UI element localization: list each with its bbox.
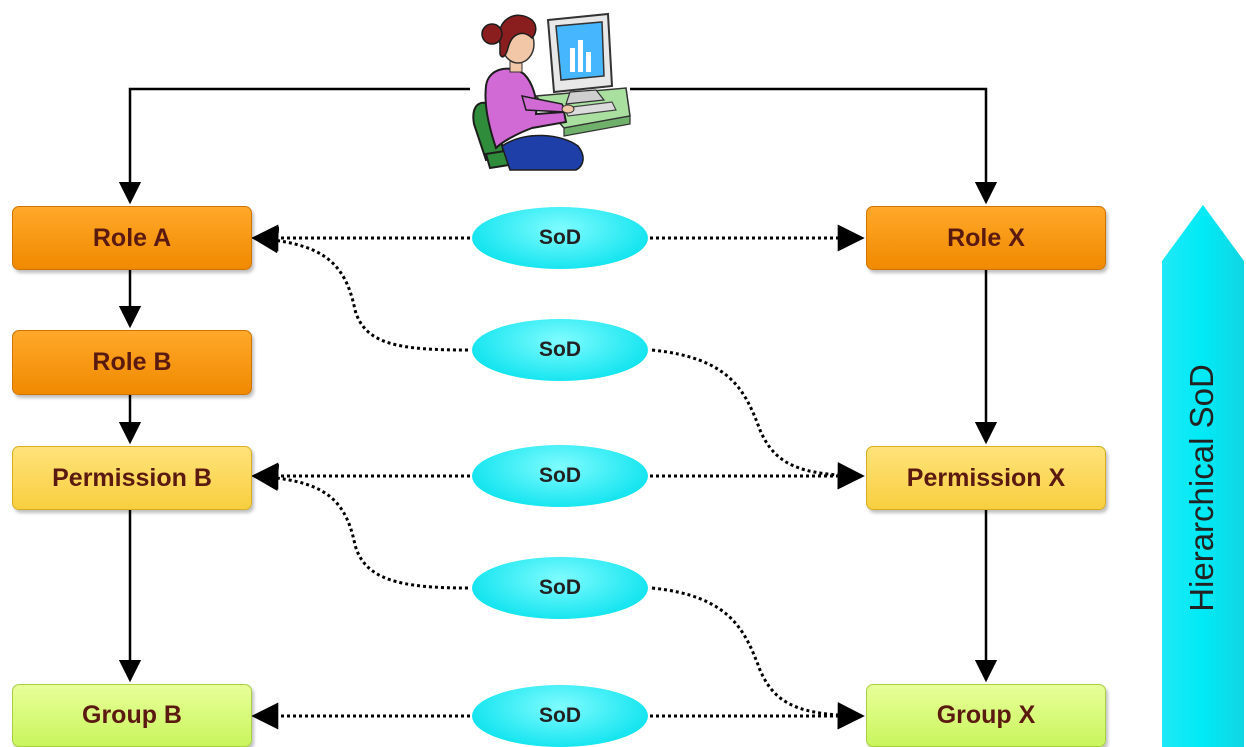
role-b-box: Role B	[12, 330, 252, 395]
sod-ellipse-1: SoD	[472, 207, 648, 269]
sod-link-4-right	[651, 586, 865, 730]
hierarchical-sod-label: Hierarchical SoD	[1183, 364, 1220, 612]
user-at-computer-icon	[472, 12, 631, 171]
sod-link-2-left	[251, 226, 469, 352]
group-b-box: Group B	[12, 684, 252, 747]
permission-x-box: Permission X	[866, 446, 1106, 510]
sod-links	[251, 224, 865, 730]
role-a-box: Role A	[12, 206, 252, 270]
sod-ellipse-5: SoD	[472, 685, 648, 747]
group-x-box: Group X	[866, 684, 1106, 747]
hierarchy-connectors	[118, 87, 998, 683]
sod-link-2-right	[651, 348, 865, 490]
permission-b-box: Permission B	[12, 446, 252, 510]
sod-ellipse-4: SoD	[472, 557, 648, 619]
connector-user-to-role-x	[630, 87, 998, 205]
sod-ellipse-2: SoD	[472, 319, 648, 381]
role-x-box: Role X	[866, 206, 1106, 270]
sod-ellipse-3: SoD	[472, 445, 648, 507]
sod-link-4-left	[251, 463, 469, 590]
connector-user-to-role-a	[118, 87, 470, 205]
hierarchical-up-arrow	[1162, 205, 1244, 747]
